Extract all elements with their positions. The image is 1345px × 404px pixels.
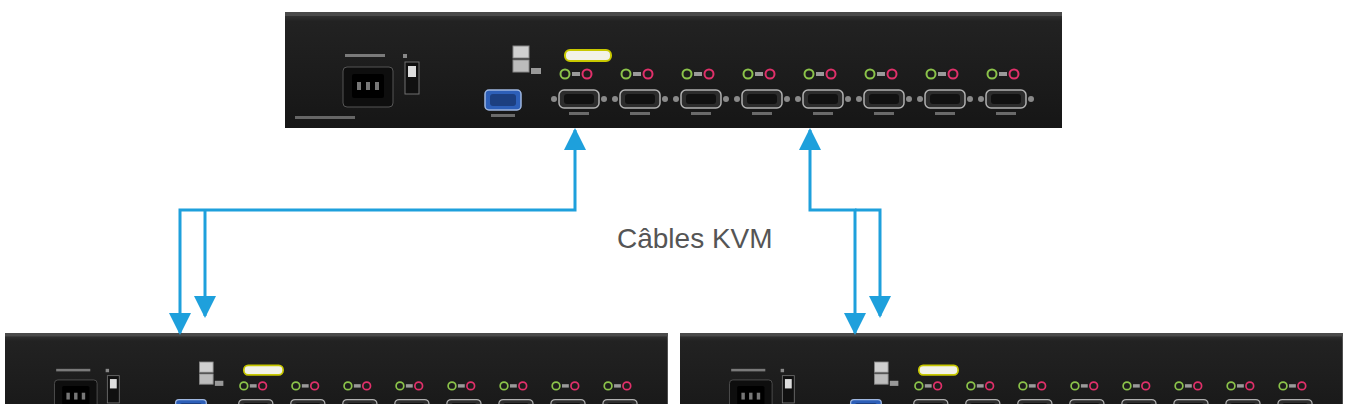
kvm-switch-top [285, 12, 1062, 128]
kvm-switch-left [5, 333, 668, 404]
kvm-cable [810, 130, 855, 333]
kvm-switch [680, 333, 1340, 404]
cable-label: Câbles KVM [613, 222, 777, 256]
kvm-switch-right [680, 333, 1343, 404]
cable-branch [855, 210, 880, 316]
kvm-switch [5, 333, 668, 404]
kvm-cable [180, 130, 575, 333]
kvm-switch [285, 12, 1062, 128]
cable-branch [204, 210, 207, 316]
